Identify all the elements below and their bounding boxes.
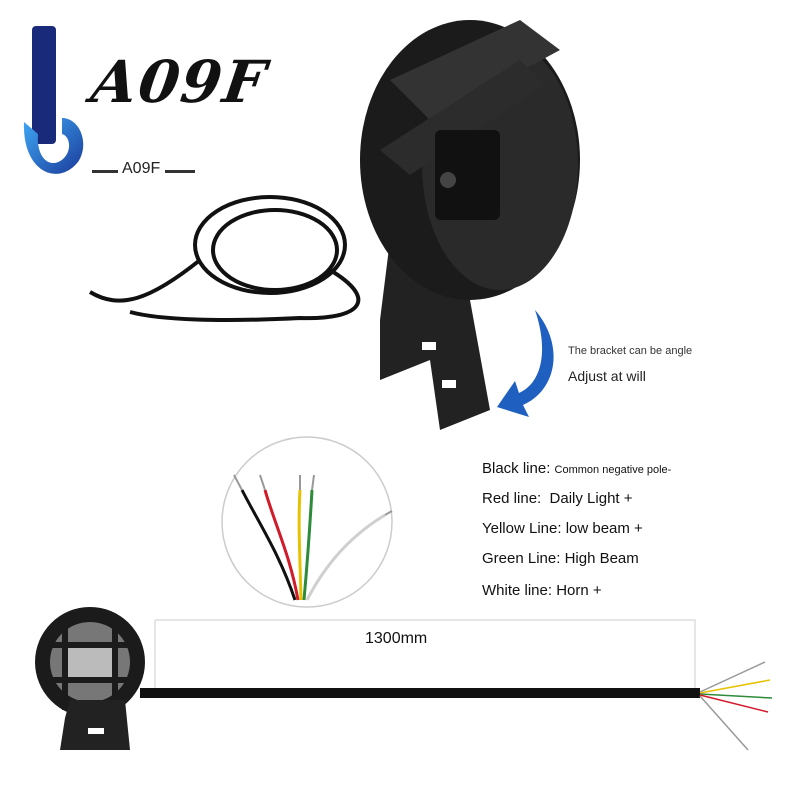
wire-legend-white: White line: Horn +: [482, 582, 602, 599]
bracket-note-line2: Adjust at will: [568, 368, 646, 384]
wire-desc: low beam +: [565, 520, 643, 537]
wire-desc: Horn +: [556, 582, 602, 599]
brand-sub-label: A09F: [122, 160, 161, 177]
headlight-product-image: [88, 20, 580, 430]
brand-divider-right: [165, 170, 195, 173]
wire-name: Black line:: [482, 460, 551, 477]
wire-desc: Daily Light +: [549, 490, 633, 507]
wire-legend-yellow: Yellow Line: low beam +: [482, 520, 643, 537]
wire-name: White line:: [482, 582, 553, 599]
wire-name: Green Line:: [482, 550, 561, 567]
wire-desc: Common negative pole-: [554, 464, 672, 476]
wire-desc: High Beam: [564, 550, 639, 567]
wire-legend-red: Red line: Daily Light +: [482, 490, 633, 507]
headlight-front-view: [35, 607, 773, 751]
brand-divider-left: [92, 170, 118, 173]
wire-legend-black: Black line: Common negative pole-: [482, 460, 671, 477]
wire-name: Red line:: [482, 490, 542, 507]
cable-length-label: 1300mm: [365, 630, 428, 647]
bracket-note-line1: The bracket can be angle: [568, 345, 693, 357]
wire-name: Yellow Line:: [482, 520, 562, 537]
wire-detail-circle: [221, 436, 393, 608]
brand-logo-icon: [23, 26, 84, 174]
adjust-arrow-icon: [497, 310, 554, 417]
wire-legend-green: Green Line: High Beam: [482, 550, 639, 567]
